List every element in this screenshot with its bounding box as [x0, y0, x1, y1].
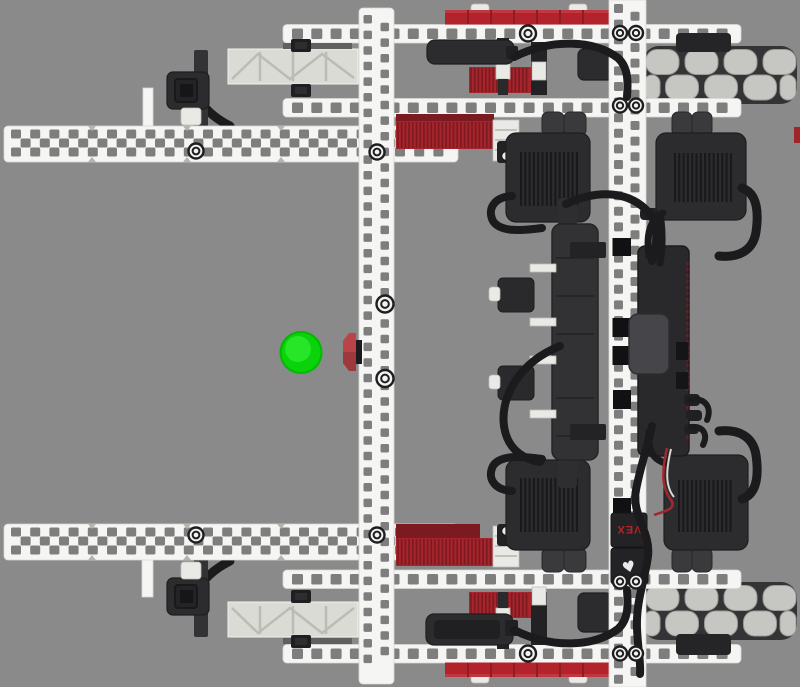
- omni-wheel-bottom-right: [643, 582, 797, 640]
- bumper-box-top: [426, 39, 518, 65]
- sensor-clip: [180, 107, 202, 126]
- standoff-stub-top: [142, 87, 154, 129]
- bumper-sensor-bottom-left: [166, 556, 235, 637]
- radio: [628, 313, 670, 375]
- battery-pack: [551, 198, 606, 488]
- standoff-stub-bottom: [141, 556, 154, 598]
- red-edge-fragment: [794, 127, 800, 143]
- beam-seams: [88, 126, 285, 560]
- gear-teeth: [397, 68, 528, 617]
- bumper-sensor-top-left: [166, 50, 235, 131]
- sensor-clip: [180, 561, 202, 580]
- signal-wires: [653, 447, 675, 517]
- battery-clamp-top: [570, 242, 606, 258]
- beam-cable-passthroughs: [612, 238, 631, 516]
- spacer-strip-bottom: [283, 638, 352, 644]
- red-plate-bottom: [445, 662, 612, 684]
- small-box-bottom-right: [577, 592, 613, 633]
- spacer-strip-top: [283, 43, 352, 49]
- vex-logo-text: VEX: [616, 523, 641, 535]
- distance-sensor: [343, 333, 362, 371]
- heart-icon: ♥: [620, 557, 638, 578]
- red-plate-top: [445, 3, 612, 25]
- truss-rail-bottom: [227, 601, 359, 638]
- green-ball: [279, 331, 323, 374]
- truss-pegs: [291, 39, 311, 648]
- wheel-mount-bottom: [676, 634, 731, 655]
- shaft-bearings: [187, 24, 645, 663]
- bumper-box-bottom: [425, 613, 518, 646]
- cables: [486, 39, 762, 678]
- wheel-mount-top: [676, 33, 731, 52]
- truss-rail-top: [227, 48, 359, 85]
- battery-clamp-bottom: [570, 424, 606, 440]
- omni-wheel-top-right: [643, 46, 797, 104]
